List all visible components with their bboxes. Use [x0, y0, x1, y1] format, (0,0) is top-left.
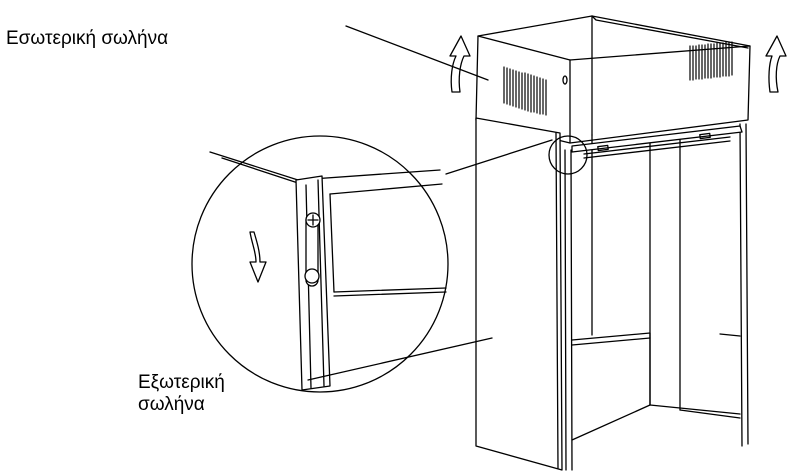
- screw-icon: [562, 75, 568, 85]
- leader-line-magnifier: [445, 139, 553, 175]
- leader-line-outer-pipe: [307, 337, 493, 381]
- down-arrow-icon: [249, 231, 267, 283]
- inner-pipe-label: Εσωτερική σωλήνα: [6, 28, 169, 49]
- outer-pipe: [475, 117, 749, 471]
- screw-head-icon: [305, 212, 321, 228]
- up-arrow-icon-right: [765, 35, 787, 93]
- vent-grille-right: [689, 41, 733, 81]
- up-arrow-icon-left: [449, 35, 471, 93]
- outer-pipe-label-line2: σωλήνα: [138, 394, 205, 415]
- outer-pipe-label-line1: Εξωτερική: [138, 372, 225, 393]
- inner-pipe: [475, 15, 751, 144]
- vent-grille-left: [503, 66, 547, 116]
- leader-line-inner-pipe: [345, 25, 489, 81]
- magnified-detail: [191, 135, 449, 393]
- detail-marker-circle: [548, 135, 588, 175]
- outer-pipe-label: Εξωτερική σωλήνα: [138, 372, 225, 416]
